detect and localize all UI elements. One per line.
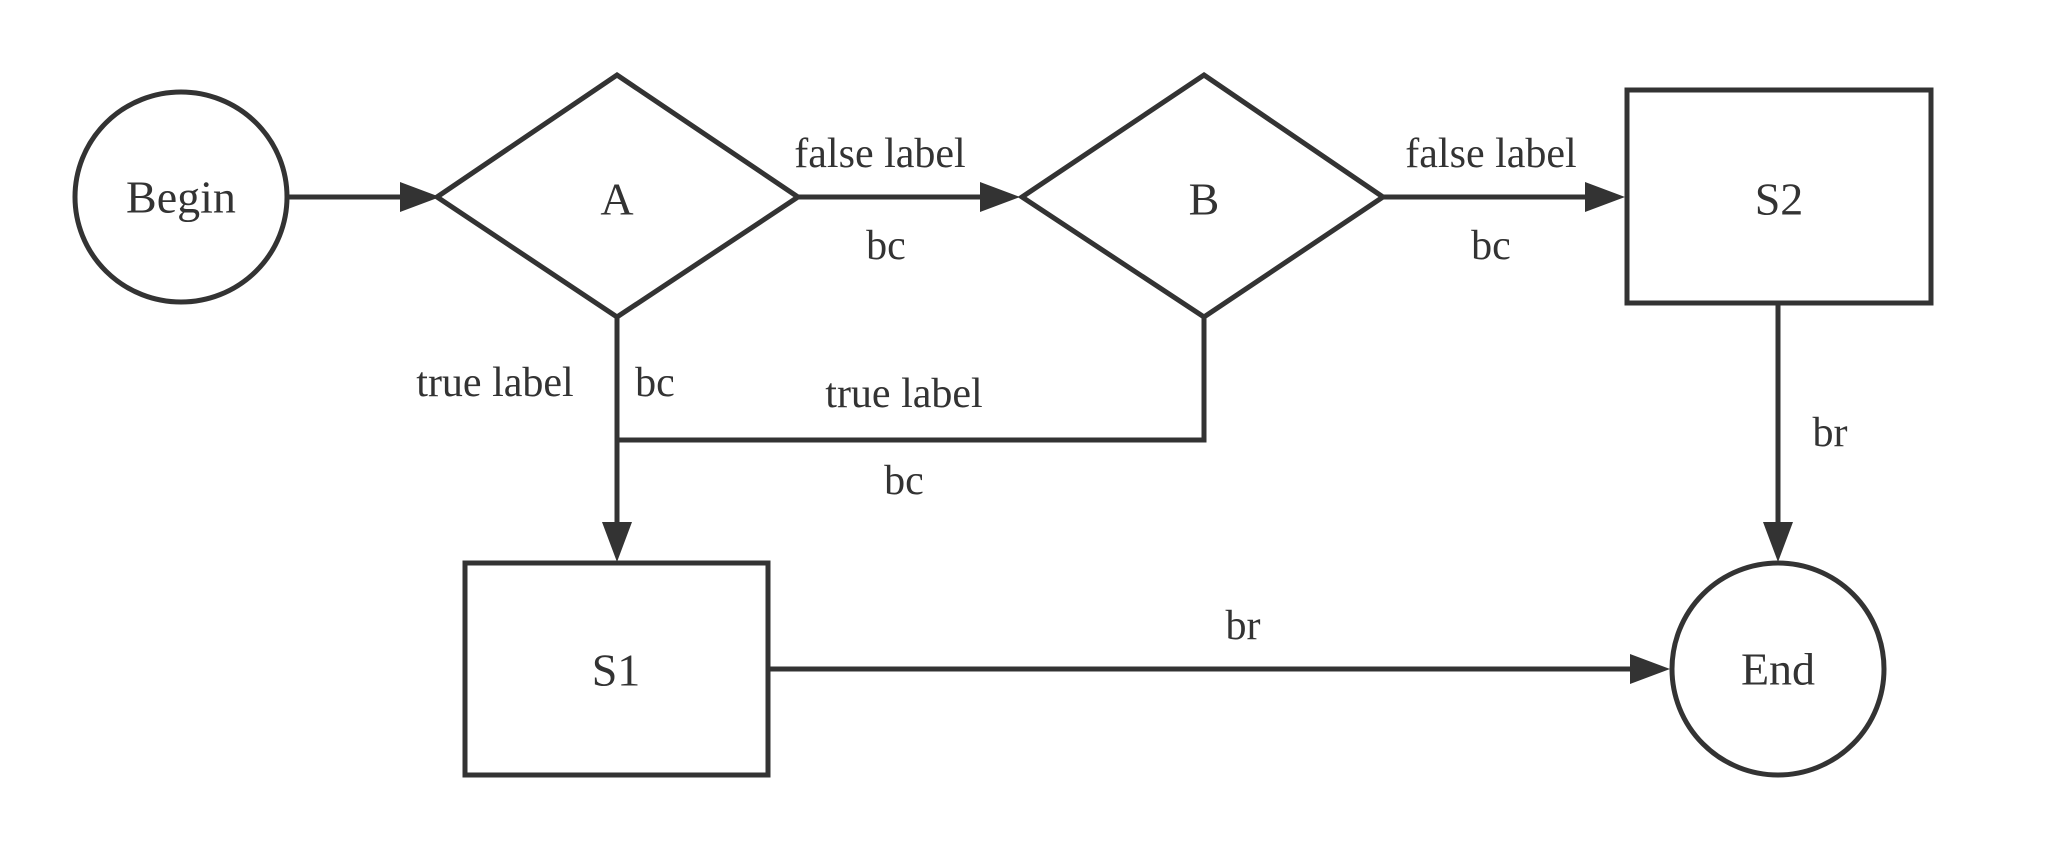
edge-b-to-s2-top-label: false label — [1405, 131, 1576, 177]
b-label: B — [1189, 174, 1220, 225]
edge-labels: false label bc false label bc true label… — [416, 131, 1847, 649]
a-label: A — [600, 174, 633, 225]
node-s1[interactable]: S1 — [462, 560, 771, 778]
edge-a-to-b-bottom-label: bc — [866, 223, 906, 269]
edge-b-to-s2-bottom-label: bc — [1471, 223, 1511, 269]
edge-s2-to-end-arrowhead — [1763, 522, 1793, 562]
a-diamond-shape — [432, 71, 803, 321]
edge-b-to-s2-arrowhead — [1585, 182, 1625, 212]
end-circle-shape — [1669, 560, 1887, 778]
edge-s1-to-end-label: br — [1226, 603, 1261, 649]
edge-b-to-s1-top-label: true label — [825, 371, 982, 417]
s1-rectangle-shape — [462, 560, 771, 778]
node-s2[interactable]: S2 — [1624, 87, 1934, 306]
edge-b-to-s1[interactable] — [617, 317, 1207, 443]
edges — [288, 182, 1793, 684]
s1-label: S1 — [592, 645, 641, 696]
s2-rectangle-shape — [1624, 87, 1934, 306]
edge-a-to-s1-right-label: bc — [635, 360, 675, 406]
b-diamond-shape — [1017, 71, 1388, 321]
begin-circle-shape — [72, 89, 290, 305]
edge-a-to-b-arrowhead — [980, 182, 1020, 212]
begin-label: Begin — [126, 172, 236, 223]
node-begin[interactable]: Begin — [72, 89, 290, 305]
edge-b-to-s1-bottom-label: bc — [884, 458, 924, 504]
edge-a-to-s1-arrowhead — [602, 522, 632, 562]
edge-a-to-b-top-label: false label — [794, 131, 965, 177]
edge-begin-to-a-arrowhead — [400, 182, 440, 212]
edge-s1-to-end-arrowhead — [1630, 654, 1670, 684]
node-b[interactable]: B — [1017, 71, 1388, 321]
edge-s2-to-end-label: br — [1813, 410, 1848, 456]
node-end[interactable]: End — [1669, 560, 1887, 778]
s2-label: S2 — [1755, 174, 1804, 225]
node-a[interactable]: A — [432, 71, 803, 321]
end-label: End — [1741, 644, 1815, 695]
edge-a-to-s1-left-label: true label — [416, 360, 573, 406]
